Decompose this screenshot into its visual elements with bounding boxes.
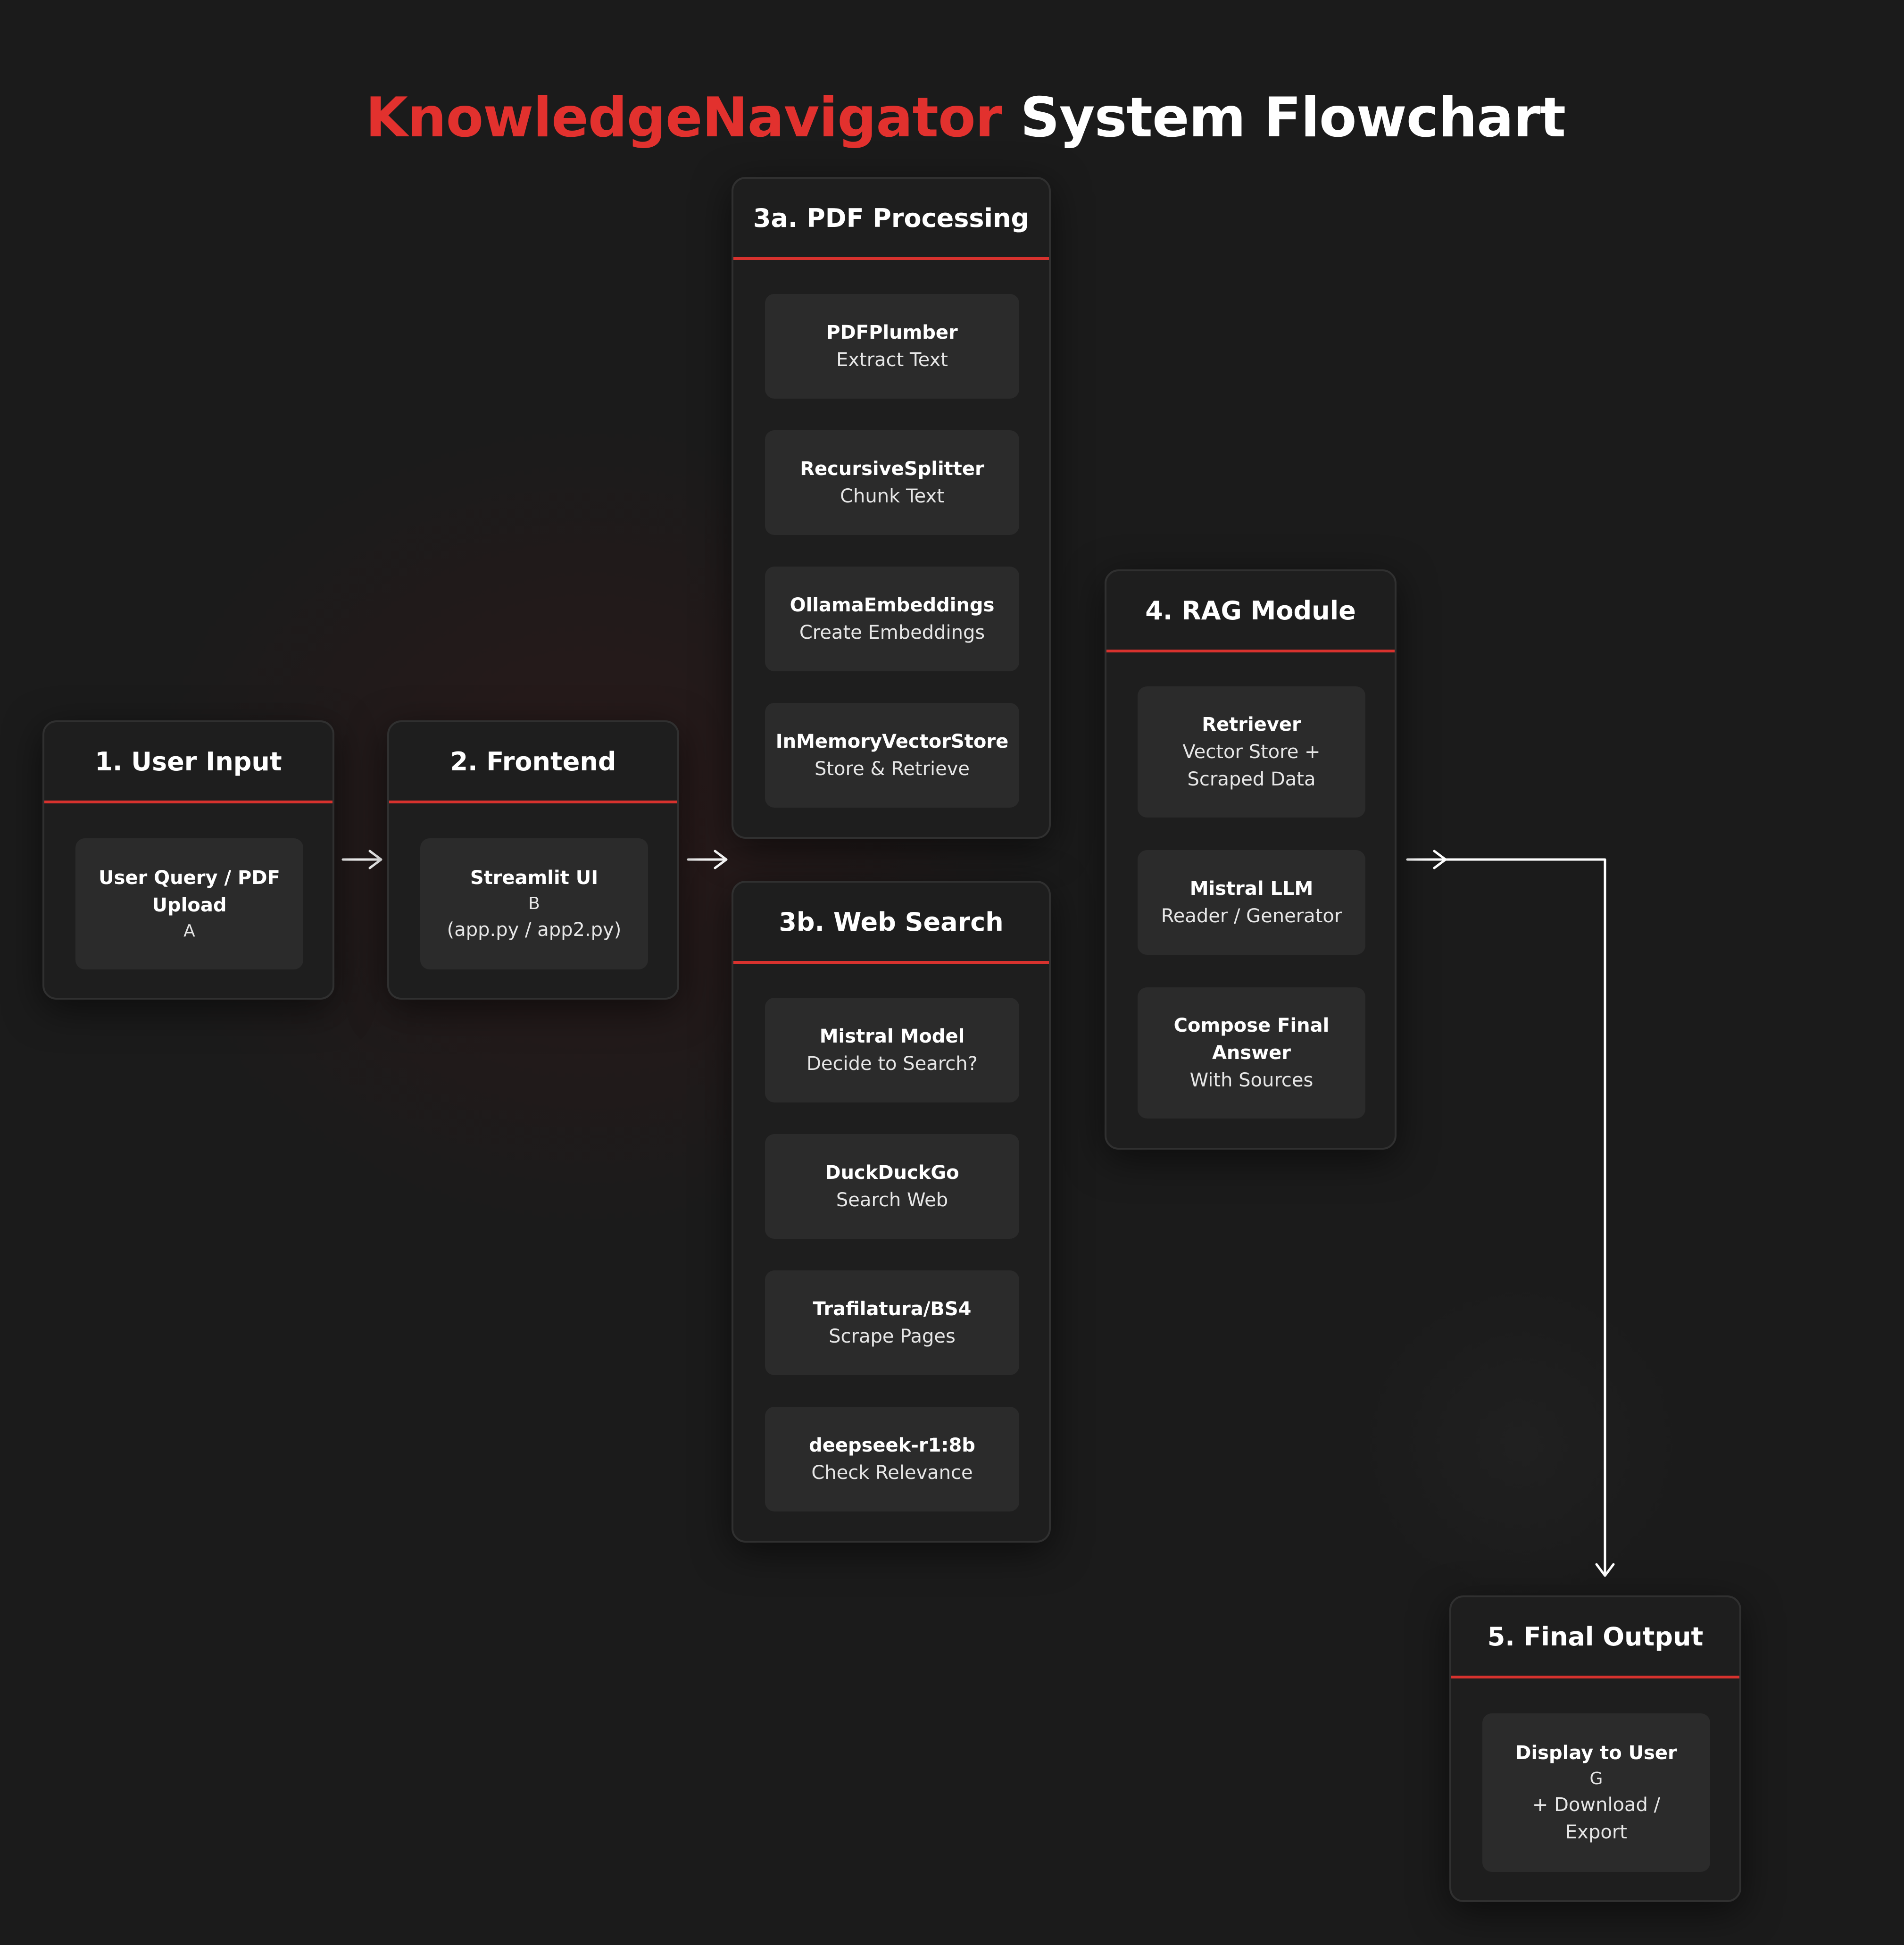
arrow-frontend-to-processing [687, 850, 728, 869]
group-header-user-input: 1. User Input [44, 722, 333, 803]
node-title: RecursiveSplitter [800, 458, 984, 480]
node-desc: Store & Retrieve [814, 758, 970, 780]
node-pdfplumber[interactable]: PDFPlumber Extract Text [765, 294, 1019, 399]
group-header-frontend: 2. Frontend [389, 722, 677, 803]
node-title: Display to User [1515, 1742, 1677, 1764]
node-desc: Scrape Pages [829, 1326, 956, 1347]
node-desc: (app.py / app2.py) [447, 919, 622, 941]
title-accent: KnowledgeNavigator [366, 86, 1002, 150]
group-pdf-processing: 3a. PDF Processing PDFPlumber Extract Te… [732, 177, 1051, 839]
node-desc: Create Embeddings [799, 622, 985, 643]
node-title: Streamlit UI [470, 867, 599, 889]
node-title: Mistral LLM [1189, 878, 1314, 900]
group-frontend: 2. Frontend Streamlit UI B (app.py / app… [387, 720, 679, 1000]
node-inmemory-vectorstore[interactable]: InMemoryVectorStore Store & Retrieve [765, 703, 1019, 808]
node-desc: Check Relevance [811, 1462, 973, 1484]
node-desc: + Download / Export [1532, 1794, 1661, 1844]
node-title: Compose Final Answer [1173, 1015, 1330, 1064]
node-title: Trafilatura/BS4 [813, 1298, 972, 1320]
node-user-query[interactable]: User Query / PDF Upload A [75, 838, 303, 969]
group-user-input: 1. User Input User Query / PDF Upload A [42, 720, 334, 1000]
arrow-rag-to-output [1406, 850, 1615, 1577]
group-header-pdf-processing: 3a. PDF Processing [733, 179, 1049, 260]
node-mistral-llm[interactable]: Mistral LLM Reader / Generator [1138, 850, 1365, 955]
group-header-final-output: 5. Final Output [1451, 1597, 1739, 1678]
node-desc: Extract Text [836, 349, 948, 371]
node-display-to-user[interactable]: Display to User G + Download / Export [1482, 1713, 1710, 1872]
node-duckduckgo[interactable]: DuckDuckGo Search Web [765, 1134, 1019, 1239]
node-desc: Search Web [836, 1189, 948, 1211]
node-title: InMemoryVectorStore [775, 731, 1009, 752]
node-desc: Reader / Generator [1161, 905, 1342, 927]
node-title: Retriever [1202, 714, 1301, 735]
group-web-search: 3b. Web Search Mistral Model Decide to S… [732, 881, 1051, 1543]
group-header-rag-module: 4. RAG Module [1106, 571, 1395, 652]
node-desc: Decide to Search? [806, 1053, 978, 1075]
node-title: OllamaEmbeddings [790, 594, 995, 616]
group-header-web-search: 3b. Web Search [733, 883, 1049, 964]
node-desc: Chunk Text [840, 485, 944, 507]
node-ollama-embeddings[interactable]: OllamaEmbeddings Create Embeddings [765, 567, 1019, 671]
node-retriever[interactable]: Retriever Vector Store + Scraped Data [1138, 686, 1365, 818]
node-compose-answer[interactable]: Compose Final Answer With Sources [1138, 987, 1365, 1119]
page-title: KnowledgeNavigator System Flowchart [366, 80, 1566, 156]
title-rest: System Flowchart [1020, 86, 1566, 150]
arrow-input-to-frontend [341, 850, 382, 869]
node-title: PDFPlumber [826, 322, 958, 343]
node-mistral-model[interactable]: Mistral Model Decide to Search? [765, 998, 1019, 1102]
group-rag-module: 4. RAG Module Retriever Vector Store + S… [1105, 569, 1397, 1150]
node-title: DuckDuckGo [825, 1162, 959, 1184]
group-final-output: 5. Final Output Display to User G + Down… [1449, 1595, 1741, 1902]
node-label: A [183, 921, 195, 941]
node-label: B [528, 893, 540, 913]
node-trafilatura-bs4[interactable]: Trafilatura/BS4 Scrape Pages [765, 1270, 1019, 1375]
node-title: deepseek-r1:8b [809, 1435, 975, 1456]
node-desc: With Sources [1189, 1069, 1314, 1091]
node-streamlit-ui[interactable]: Streamlit UI B (app.py / app2.py) [420, 838, 648, 969]
node-title: User Query / PDF Upload [99, 867, 280, 916]
node-desc: Vector Store + Scraped Data [1182, 741, 1321, 790]
node-recursive-splitter[interactable]: RecursiveSplitter Chunk Text [765, 430, 1019, 535]
node-label: G [1589, 1769, 1603, 1788]
node-deepseek[interactable]: deepseek-r1:8b Check Relevance [765, 1407, 1019, 1511]
node-title: Mistral Model [819, 1026, 965, 1047]
